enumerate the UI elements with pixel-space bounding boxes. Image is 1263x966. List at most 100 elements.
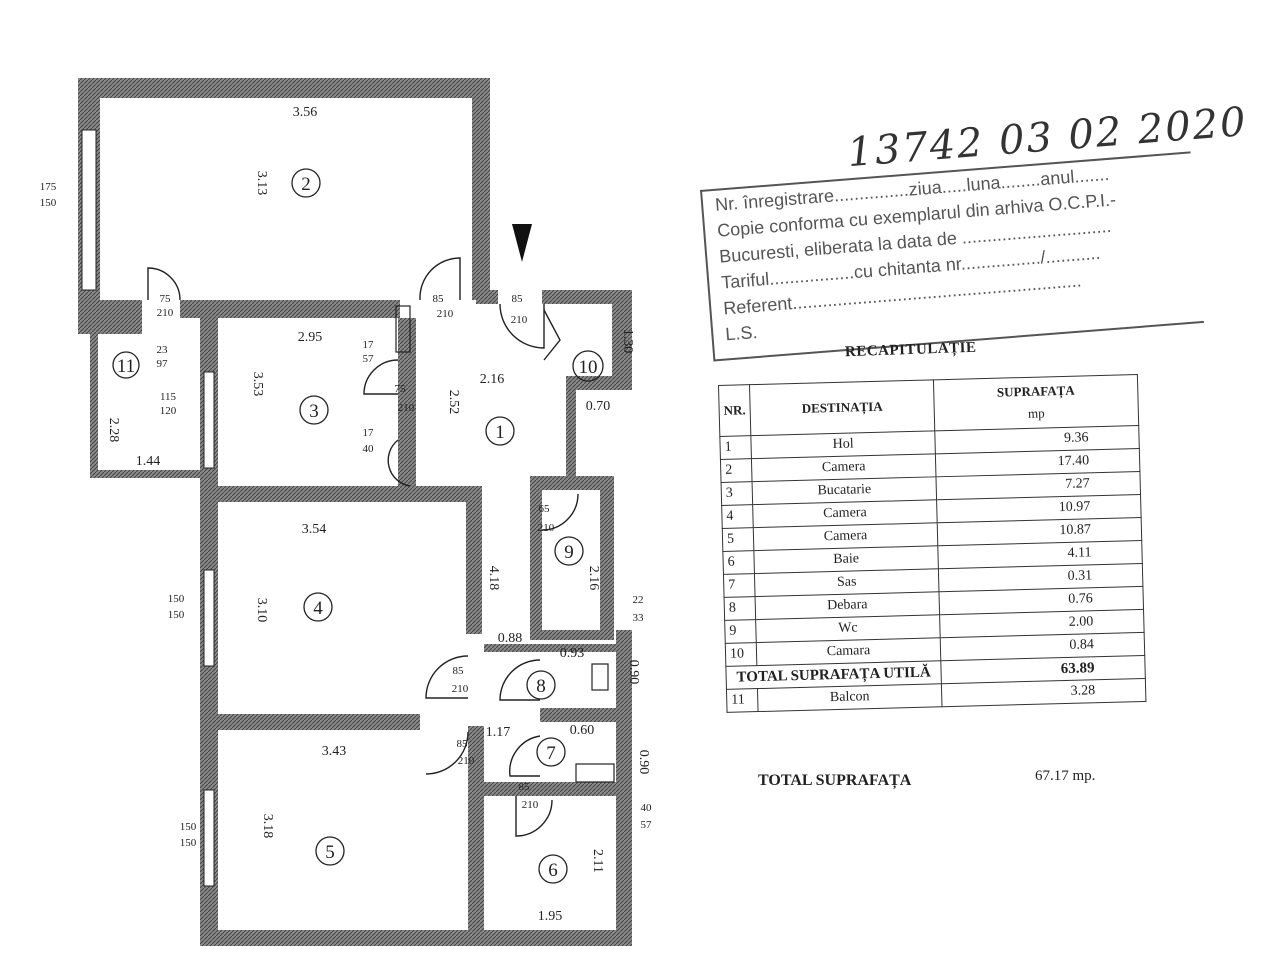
svg-text:210: 210 — [398, 402, 415, 414]
door-arc — [499, 303, 545, 349]
dimension: 2.11 — [590, 849, 605, 873]
cell-nr: 1 — [719, 435, 752, 460]
cell-nr: 9 — [724, 619, 757, 644]
room-number: 6 — [548, 860, 558, 881]
dimension: 1.17 — [486, 725, 511, 740]
wall — [542, 290, 632, 304]
dimension: 0.60 — [570, 723, 595, 738]
svg-text:17: 17 — [363, 339, 375, 351]
cell-nr: 10 — [725, 642, 757, 667]
cell-nr: 4 — [721, 504, 754, 529]
room-number: 9 — [564, 542, 574, 563]
svg-text:210: 210 — [522, 799, 539, 811]
room-number: 10 — [579, 357, 598, 378]
doors — [147, 257, 615, 837]
svg-text:210: 210 — [458, 755, 475, 767]
svg-text:210: 210 — [452, 683, 469, 695]
dimension: 1.44 — [136, 454, 161, 469]
door-arc — [509, 735, 541, 777]
wall — [540, 708, 616, 722]
dimension: 0.70 — [586, 399, 611, 414]
door-arc — [499, 659, 541, 701]
cell-nr: 11 — [726, 688, 759, 713]
dimension: 4.18 — [486, 566, 501, 591]
wall — [484, 782, 632, 796]
dimension: 2.28 — [106, 418, 121, 443]
svg-text:210: 210 — [437, 308, 454, 320]
window — [203, 569, 215, 667]
svg-text:85: 85 — [453, 665, 465, 677]
dimension: 0.93 — [560, 646, 585, 661]
wall — [82, 300, 142, 334]
total-label: TOTAL SUPRAFAȚA — [758, 772, 912, 789]
cell-dest: Balcon — [757, 683, 943, 712]
walls — [78, 78, 632, 946]
svg-text:210: 210 — [538, 522, 555, 534]
dimension: 3.54 — [302, 522, 327, 537]
dimension: 3.13 — [254, 171, 269, 196]
svg-text:85: 85 — [433, 293, 445, 305]
wall — [600, 476, 614, 638]
dimension: 0.88 — [498, 631, 523, 646]
header-sup: SUPRAFAȚA mp — [933, 374, 1139, 431]
dimension-labels: 3.56 3.13 2.95 3.53 2.16 2.52 3.54 3.10 … — [106, 105, 651, 924]
svg-text:210: 210 — [511, 314, 528, 326]
wall — [612, 290, 632, 390]
svg-text:85: 85 — [512, 293, 524, 305]
header-nr: NR. — [718, 384, 751, 437]
wall — [530, 476, 614, 490]
svg-text:115: 115 — [160, 391, 177, 403]
dimension: 0.90 — [626, 660, 641, 685]
floor-plan: 1 2 3 4 5 6 7 8 9 10 11 3.56 3.13 2.95 3… — [40, 78, 652, 946]
room-number: 3 — [309, 401, 319, 422]
svg-text:85: 85 — [519, 781, 531, 793]
wall — [476, 290, 498, 304]
wall — [200, 930, 632, 946]
fixture — [591, 663, 609, 691]
cell-nr: 2 — [720, 458, 753, 483]
svg-text:150: 150 — [180, 837, 197, 849]
dimension: 0.90 — [636, 750, 651, 775]
svg-text:40: 40 — [363, 443, 375, 455]
dimension: 3.56 — [293, 105, 318, 120]
svg-text:75: 75 — [160, 293, 172, 305]
cell-nr: 7 — [723, 573, 756, 598]
door-arc — [387, 439, 411, 487]
header-dest: DESTINAȚIA — [749, 379, 935, 436]
dimension: 2.52 — [446, 390, 461, 415]
svg-text:75: 75 — [395, 383, 407, 395]
entrance-arrow-icon — [512, 224, 532, 262]
wall — [530, 630, 614, 640]
cell-nr: 8 — [724, 596, 756, 621]
wall — [466, 486, 482, 634]
svg-text:150: 150 — [168, 609, 185, 621]
dimension: 1.95 — [538, 909, 563, 924]
svg-text:33: 33 — [633, 612, 645, 624]
door-arc — [515, 796, 553, 837]
door-arc — [147, 267, 181, 301]
svg-text:57: 57 — [363, 353, 375, 365]
svg-text:150: 150 — [168, 593, 185, 605]
wall — [484, 644, 616, 652]
dimension: 1.30 — [620, 329, 635, 354]
cell-nr: 6 — [722, 550, 755, 575]
door-arc — [425, 655, 469, 699]
dimension: 2.16 — [480, 372, 505, 387]
wall — [566, 380, 576, 476]
door-arc — [363, 359, 399, 395]
svg-text:150: 150 — [40, 197, 57, 209]
door-arc — [543, 309, 561, 361]
room-number: 8 — [536, 676, 546, 697]
room-labels: 1 2 3 4 5 6 7 8 9 10 11 — [112, 168, 604, 884]
window — [203, 371, 215, 469]
wall — [90, 470, 202, 478]
stamp-line: L.S. — [724, 321, 759, 345]
fixture — [395, 305, 411, 353]
room-number: 2 — [301, 174, 311, 195]
opening-labels: 75 210 85 210 85 210 17 57 75 210 17 40 … — [40, 181, 652, 849]
wall — [200, 714, 420, 730]
dimension: 3.10 — [254, 598, 269, 623]
room-number: 5 — [325, 842, 335, 863]
